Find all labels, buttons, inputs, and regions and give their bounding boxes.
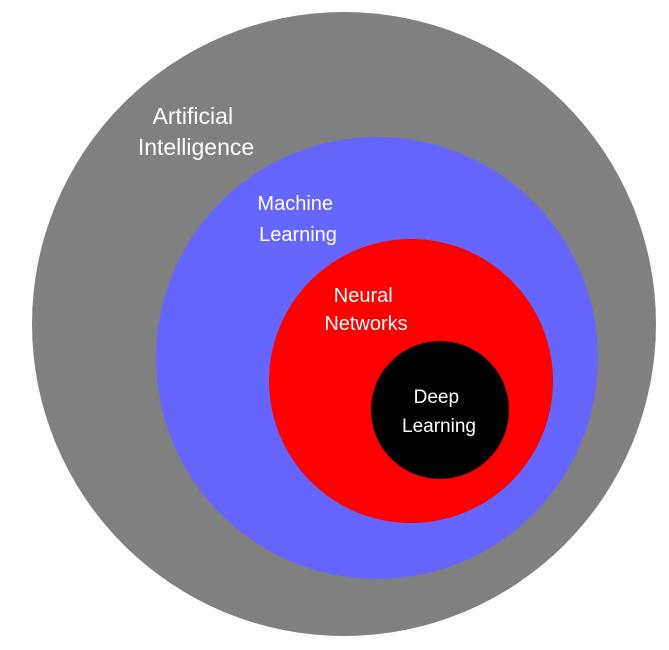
neural-networks-label-line1: Neural <box>334 285 393 307</box>
artificial-intelligence-label: Artificial Intelligence <box>138 103 254 160</box>
machine-learning-label: Machine Learning <box>257 193 338 246</box>
deep-learning-label-line1: Deep <box>414 387 459 408</box>
deep-learning-label: Deep Learning <box>402 387 476 437</box>
deep-learning-label-line2: Learning <box>402 416 476 437</box>
artificial-intelligence-label-line2: Intelligence <box>138 134 254 160</box>
deep-learning-circle <box>371 341 509 479</box>
neural-networks-label-line2: Networks <box>324 313 407 335</box>
machine-learning-label-line2: Learning <box>259 224 337 246</box>
neural-networks-label: Neural Networks <box>324 285 407 335</box>
machine-learning-label-line1: Machine <box>257 193 333 215</box>
artificial-intelligence-label-line1: Artificial <box>153 103 234 129</box>
